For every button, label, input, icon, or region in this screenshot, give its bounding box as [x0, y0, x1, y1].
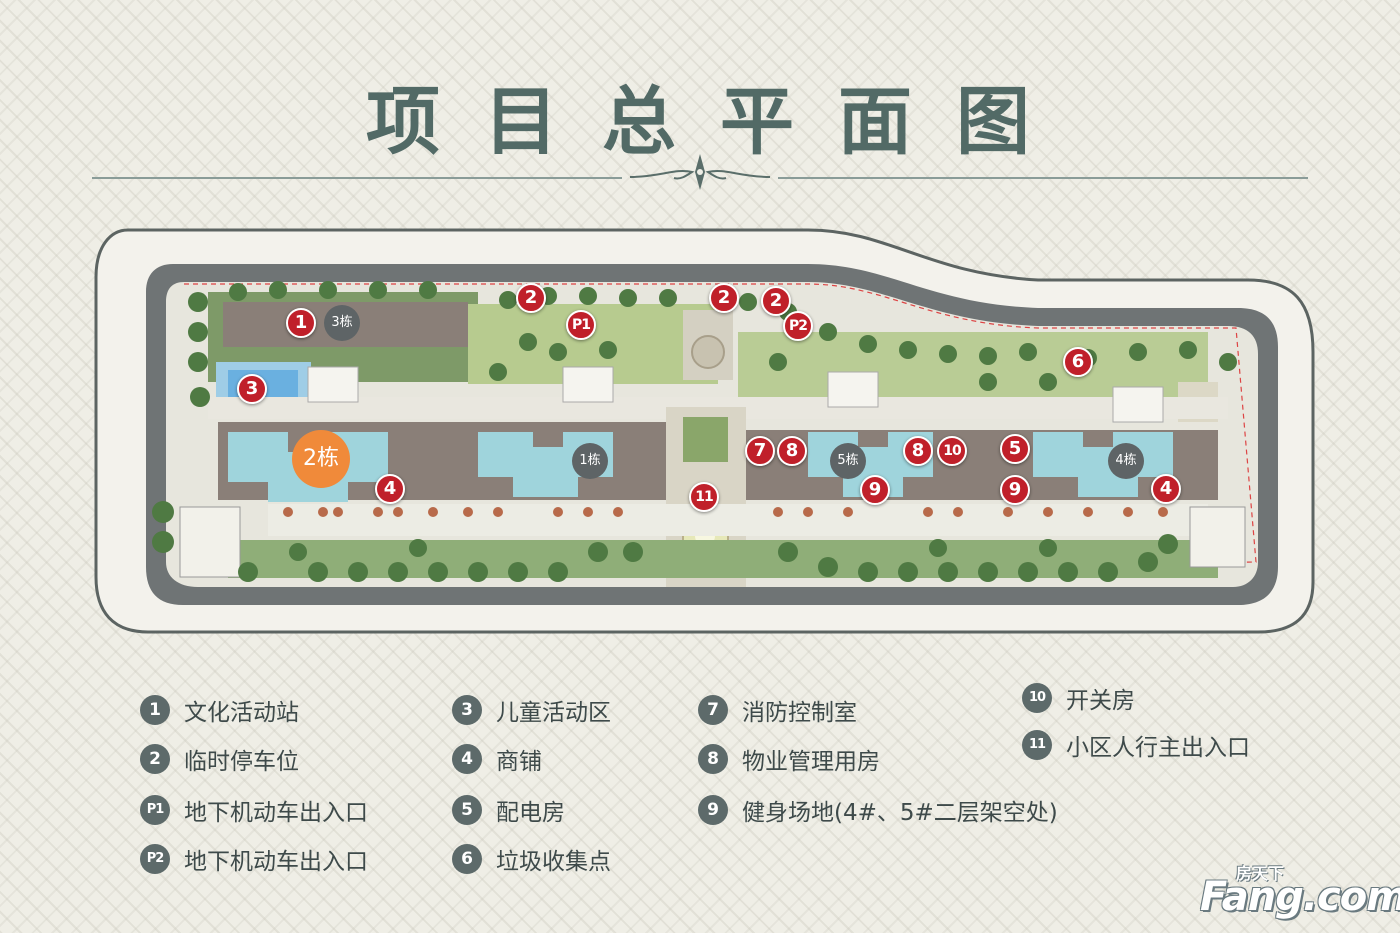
building-tag-4: 4栋 [1108, 443, 1144, 479]
tree-canopy [188, 281, 1237, 407]
legend-label: 商铺 [496, 749, 542, 775]
map-marker-10[interactable]: 10 [937, 436, 967, 466]
map-marker-2[interactable]: 2 [516, 283, 546, 313]
site-plan-map [94, 228, 1315, 634]
fang-watermark-logo: 房天下 Fang.com [1200, 858, 1400, 928]
legend-badge: 2 [140, 744, 170, 774]
map-marker-1[interactable]: 1 [286, 308, 316, 338]
map-marker-4[interactable]: 4 [375, 474, 405, 504]
property-red-line [184, 283, 1257, 575]
legend-label: 物业管理用房 [742, 749, 880, 775]
map-marker-2[interactable]: 2 [709, 283, 739, 313]
legend-badge: 6 [452, 844, 482, 874]
legend-badge: 11 [1022, 730, 1052, 760]
legend-badge: 3 [452, 695, 482, 725]
map-marker-3[interactable]: 3 [237, 374, 267, 404]
title-divider-left [92, 177, 622, 179]
page-title: 项目总平面图 [366, 79, 1074, 165]
map-marker-8[interactable]: 8 [903, 436, 933, 466]
building-tag-2: 2栋 [292, 430, 350, 488]
legend-label: 垃圾收集点 [496, 849, 611, 875]
legend-item: 7 消防控制室 [698, 694, 857, 726]
map-marker-5[interactable]: 5 [1000, 434, 1030, 464]
legend-badge: 5 [452, 795, 482, 825]
building-tag-5: 5栋 [830, 443, 866, 479]
legend-item: P2 地下机动车出入口 [140, 843, 368, 875]
map-marker-11[interactable]: 11 [689, 482, 719, 512]
legend-label: 开关房 [1066, 688, 1135, 714]
legend-item: 11 小区人行主出入口 [1022, 729, 1250, 761]
map-marker-p2[interactable]: P2 [783, 311, 813, 341]
legend-label: 消防控制室 [742, 700, 857, 726]
building-tag-3: 3栋 [324, 305, 360, 341]
map-marker-9[interactable]: 9 [1000, 475, 1030, 505]
legend-label: 地下机动车出入口 [184, 849, 368, 875]
legend-item: P1 地下机动车出入口 [140, 794, 368, 826]
legend-item: 9 健身场地(4#、5#二层架空处) [698, 794, 1058, 826]
legend-badge: 4 [452, 744, 482, 774]
map-marker-2[interactable]: 2 [761, 286, 791, 316]
map-marker-8[interactable]: 8 [777, 436, 807, 466]
map-marker-7[interactable]: 7 [745, 436, 775, 466]
legend-label: 儿童活动区 [496, 700, 611, 726]
legend-label: 小区人行主出入口 [1066, 735, 1250, 761]
watermark-cn: 房天下 [1236, 864, 1285, 883]
legend-label: 地下机动车出入口 [184, 800, 368, 826]
map-marker-6[interactable]: 6 [1063, 347, 1093, 377]
legend-item: 4 商铺 [452, 743, 542, 775]
legend-badge: 7 [698, 695, 728, 725]
legend-item: 5 配电房 [452, 794, 565, 826]
legend-item: 1 文化活动站 [140, 694, 299, 726]
legend-badge: P2 [140, 844, 170, 874]
legend-badge: P1 [140, 795, 170, 825]
legend-badge: 1 [140, 695, 170, 725]
map-marker-p1[interactable]: P1 [566, 310, 596, 340]
legend-badge: 10 [1022, 683, 1052, 713]
legend-item: 8 物业管理用房 [698, 743, 880, 775]
legend-label: 健身场地(4#、5#二层架空处) [742, 800, 1058, 826]
legend-badge: 9 [698, 795, 728, 825]
map-marker-9[interactable]: 9 [860, 475, 890, 505]
legend-label: 文化活动站 [184, 700, 299, 726]
legend-badge: 8 [698, 744, 728, 774]
legend-item: 6 垃圾收集点 [452, 843, 611, 875]
legend-item: 10 开关房 [1022, 682, 1135, 714]
legend-item: 3 儿童活动区 [452, 694, 611, 726]
map-marker-4[interactable]: 4 [1151, 474, 1181, 504]
divider-ornament-icon [630, 154, 770, 190]
building-tag-1: 1栋 [572, 443, 608, 479]
legend-item: 2 临时停车位 [140, 743, 299, 775]
title-divider-right [778, 177, 1308, 179]
legend-label: 临时停车位 [184, 749, 299, 775]
legend-label: 配电房 [496, 800, 565, 826]
watermark-main: Fang.com [1200, 874, 1400, 920]
